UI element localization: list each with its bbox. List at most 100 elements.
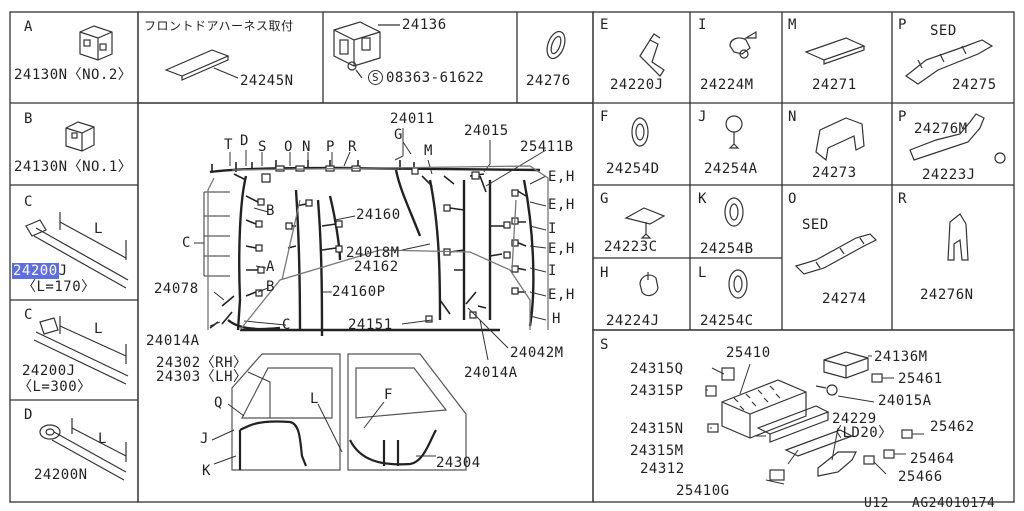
part-24136M[interactable]: 24136M: [874, 349, 928, 365]
tie-clip-d-icon: [39, 418, 127, 481]
cell-p2-letter: P: [898, 109, 907, 125]
part-24276M[interactable]: 24276M: [914, 121, 968, 137]
part-24254B[interactable]: 24254B: [700, 241, 754, 257]
part-25462[interactable]: 25462: [930, 419, 975, 435]
part-24136[interactable]: 24136: [402, 17, 447, 33]
relay-25461-icon: [871, 373, 883, 383]
part-24271[interactable]: 24271: [812, 77, 857, 93]
part-24160[interactable]: 24160: [356, 207, 401, 223]
part-08363-61622[interactable]: 08363-61622: [386, 70, 485, 86]
callout-eh-3: E,H: [548, 241, 575, 257]
callout-i-2: I: [548, 263, 557, 279]
cell-c2-letter: C: [24, 307, 33, 323]
part-24042M[interactable]: 24042M: [510, 345, 564, 361]
part-24315M[interactable]: 24315M: [630, 443, 684, 459]
part-24130N-no1[interactable]: 24130N〈NO.1〉: [14, 159, 133, 175]
part-24229[interactable]: 24229: [832, 411, 877, 427]
part-24304[interactable]: 24304: [436, 455, 481, 471]
part-24315P[interactable]: 24315P: [630, 383, 684, 399]
fuse-box-cover-icon: [756, 405, 830, 443]
part-24276[interactable]: 24276: [526, 73, 571, 89]
relay-24136M-icon: [823, 351, 869, 379]
callout-j: J: [200, 431, 209, 447]
connector-a-icon: [79, 25, 113, 61]
screw-s-symbol: S: [368, 70, 383, 85]
part-24223J[interactable]: 24223J: [922, 167, 976, 183]
callout-h: H: [552, 311, 561, 327]
callout-b-2: B: [266, 279, 275, 295]
callout-eh-1: E,H: [548, 169, 575, 185]
part-24274[interactable]: 24274: [822, 291, 867, 307]
callout-p: P: [326, 139, 335, 155]
fuse-24315Q-icon: [721, 367, 735, 381]
length-spec-300: 〈L=300〉: [18, 379, 92, 395]
part-24151[interactable]: 24151: [348, 317, 393, 333]
cell-k-letter: K: [698, 191, 707, 207]
part-24200N[interactable]: 24200N: [34, 467, 88, 483]
grommet-24276-icon: [546, 30, 566, 60]
part-24254A[interactable]: 24254A: [704, 161, 758, 177]
part-24273[interactable]: 24273: [812, 165, 857, 181]
clip-24224M-icon: [729, 30, 757, 59]
part-24130N-no2[interactable]: 24130N〈NO.2〉: [14, 67, 133, 83]
part-24220J[interactable]: 24220J: [610, 77, 664, 93]
clip-24223C-icon: [624, 207, 666, 239]
part-24200J-300[interactable]: 24200J: [22, 363, 76, 379]
callout-c-2: C: [282, 317, 291, 333]
callout-c-1: C: [182, 235, 191, 251]
part-24162[interactable]: 24162: [354, 259, 399, 275]
part-24276N[interactable]: 24276N: [920, 287, 974, 303]
bracket-24136-icon: [333, 21, 381, 71]
part-24275[interactable]: 24275: [952, 77, 997, 93]
part-24078[interactable]: 24078: [154, 281, 199, 297]
part-24315Q[interactable]: 24315Q: [630, 361, 684, 377]
part-24014A-left[interactable]: 24014A: [146, 333, 200, 349]
part-24223C[interactable]: 24223C: [604, 239, 658, 255]
diagram-code: AG24010174: [912, 496, 996, 511]
part-24015[interactable]: 24015: [464, 123, 509, 139]
part-25464[interactable]: 25464: [910, 451, 955, 467]
connector-b-icon: [65, 121, 95, 152]
relay-25462-icon: [901, 429, 913, 439]
part-25461[interactable]: 25461: [898, 371, 943, 387]
grommet-24254C-icon: [728, 269, 748, 299]
part-24200J-170[interactable]: 24200J: [12, 263, 68, 279]
highlighted-part-number: 24200: [12, 263, 59, 279]
tie-clip-c1-icon: [25, 212, 129, 289]
part-24224M[interactable]: 24224M: [700, 77, 754, 93]
part-24160P[interactable]: 24160P: [332, 284, 386, 300]
part-25466[interactable]: 25466: [898, 469, 943, 485]
part-24011[interactable]: 24011: [390, 111, 435, 127]
part-24015A[interactable]: 24015A: [878, 393, 932, 409]
cell-i-letter: I: [698, 17, 707, 33]
cell-j-letter: J: [698, 109, 707, 125]
dimension-l-label: L: [98, 431, 107, 447]
callout-q: Q: [214, 395, 223, 411]
part-24315N[interactable]: 24315N: [630, 421, 684, 437]
part-24245N[interactable]: 24245N: [240, 73, 294, 89]
screw-24015A-icon: [815, 384, 838, 396]
cell-m-letter: M: [788, 17, 797, 33]
part-24254D[interactable]: 24254D: [606, 161, 660, 177]
callout-g: G: [394, 127, 403, 143]
part-24014A-right[interactable]: 24014A: [464, 365, 518, 381]
grommet-24254B-icon: [724, 197, 744, 227]
callout-s: S: [258, 139, 267, 155]
cover-24312-icon: [784, 429, 854, 457]
cell-p1-letter: P: [898, 17, 907, 33]
part-24312[interactable]: 24312: [640, 461, 685, 477]
part-24303-lh[interactable]: 24303〈LH〉: [156, 369, 248, 385]
harness-connectors: [255, 165, 519, 323]
harness-branches: [209, 160, 527, 329]
door-harness: [238, 420, 437, 470]
part-25411B[interactable]: 25411B: [520, 139, 574, 155]
cell-l-letter: L: [698, 265, 707, 281]
part-25410G[interactable]: 25410G: [676, 483, 730, 499]
callout-o: O: [284, 139, 293, 155]
part-25410[interactable]: 25410: [726, 345, 771, 361]
part-24018M[interactable]: 24018M: [346, 245, 400, 261]
clip-24224J-icon: [639, 272, 659, 297]
part-24224J[interactable]: 24224J: [606, 313, 660, 329]
part-24302-rh[interactable]: 24302〈RH〉: [156, 355, 248, 371]
part-24254C[interactable]: 24254C: [700, 313, 754, 329]
